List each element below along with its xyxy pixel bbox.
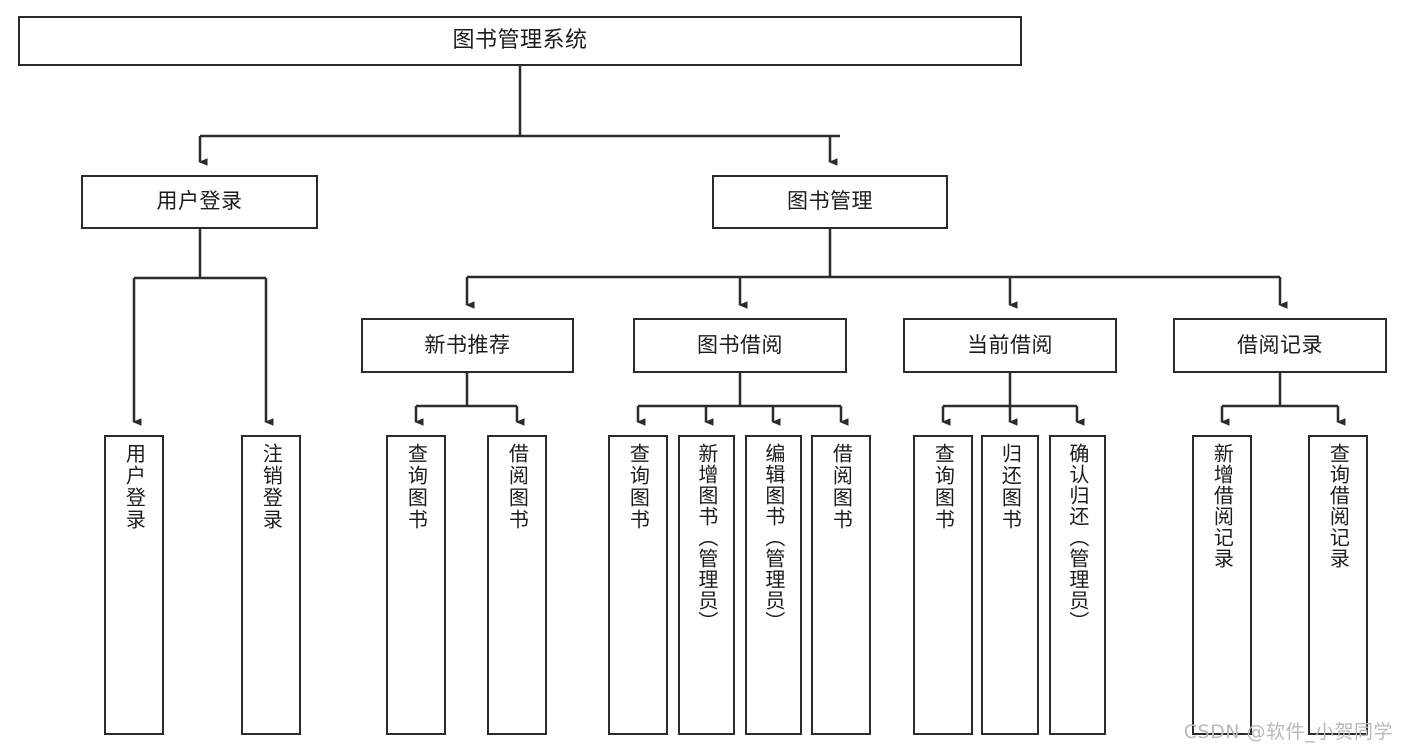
node-leaf-query-book-current[interactable]: 查询图书 bbox=[913, 435, 973, 735]
node-label: 新书推荐 bbox=[424, 332, 511, 357]
node-root-system[interactable]: 图书管理系统 bbox=[18, 16, 1022, 66]
node-label: 查询图书 bbox=[931, 443, 956, 531]
node-leaf-query-book-recommend[interactable]: 查询图书 bbox=[386, 435, 446, 735]
node-leaf-user-login[interactable]: 用户登录 bbox=[104, 435, 164, 735]
node-label: 借阅图书 bbox=[829, 443, 854, 531]
node-leaf-borrow-book-borrow[interactable]: 借阅图书 bbox=[811, 435, 871, 735]
node-label: 归还图书 bbox=[998, 443, 1023, 531]
node-book-borrow[interactable]: 图书借阅 bbox=[633, 318, 847, 373]
node-leaf-confirm-return-admin[interactable]: 确认归还（管理员） bbox=[1049, 435, 1106, 735]
node-label: 图书管理系统 bbox=[452, 27, 588, 53]
node-leaf-edit-book-admin[interactable]: 编辑图书（管理员） bbox=[745, 435, 802, 735]
node-label: 用户登录 bbox=[156, 189, 243, 214]
node-leaf-borrow-book-recommend[interactable]: 借阅图书 bbox=[487, 435, 547, 735]
node-borrow-record[interactable]: 借阅记录 bbox=[1173, 318, 1387, 373]
node-label: 当前借阅 bbox=[967, 332, 1053, 357]
node-label: 图书管理 bbox=[787, 189, 873, 214]
node-label: 图书借阅 bbox=[697, 332, 783, 357]
csdn-watermark: CSDN @软件_小贺同学 bbox=[1183, 721, 1393, 743]
node-label: 确认归还（管理员） bbox=[1065, 443, 1090, 632]
node-new-book-recommend[interactable]: 新书推荐 bbox=[361, 318, 574, 373]
node-label: 注销登录 bbox=[259, 443, 284, 531]
node-current-borrow[interactable]: 当前借阅 bbox=[903, 318, 1117, 373]
node-label: 借阅图书 bbox=[505, 443, 530, 531]
node-book-manage[interactable]: 图书管理 bbox=[712, 175, 948, 229]
node-label: 新增图书（管理员） bbox=[694, 443, 719, 632]
node-leaf-add-book-admin[interactable]: 新增图书（管理员） bbox=[678, 435, 735, 735]
node-label: 借阅记录 bbox=[1237, 332, 1323, 357]
node-leaf-add-borrow-record[interactable]: 新增借阅记录 bbox=[1192, 435, 1252, 735]
node-label: 查询借阅记录 bbox=[1326, 443, 1351, 569]
node-label: 编辑图书（管理员） bbox=[761, 443, 786, 632]
node-leaf-query-book-borrow[interactable]: 查询图书 bbox=[608, 435, 668, 735]
node-user-login[interactable]: 用户登录 bbox=[81, 175, 318, 229]
node-label: 查询图书 bbox=[626, 443, 651, 531]
node-label: 查询图书 bbox=[404, 443, 429, 531]
node-leaf-logout-login[interactable]: 注销登录 bbox=[241, 435, 301, 735]
node-label: 新增借阅记录 bbox=[1210, 443, 1235, 569]
node-leaf-query-borrow-record[interactable]: 查询借阅记录 bbox=[1308, 435, 1368, 735]
node-leaf-return-book[interactable]: 归还图书 bbox=[981, 435, 1039, 735]
node-label: 用户登录 bbox=[122, 443, 147, 531]
